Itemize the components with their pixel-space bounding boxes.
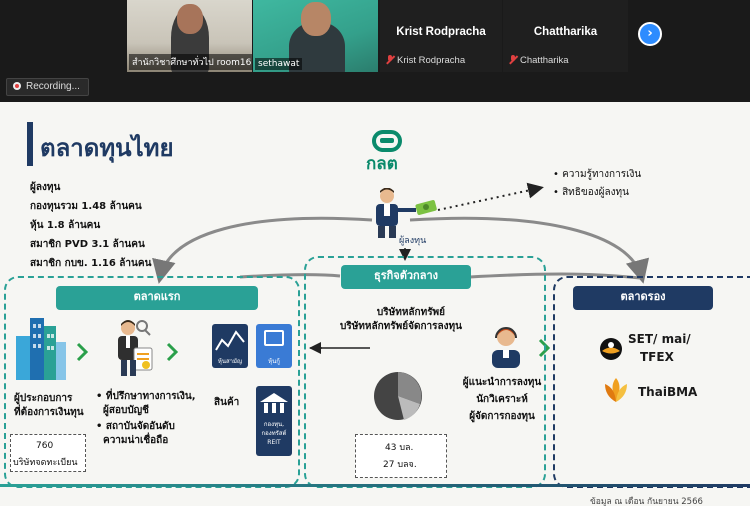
thaibma-logo-icon xyxy=(605,378,627,402)
data-source-note: ข้อมูล ณ เดือน กันยายน 2566 xyxy=(590,497,703,506)
participant-face xyxy=(177,4,203,34)
issuer-count: 760 xyxy=(36,441,54,451)
participant-subname: Chattharika xyxy=(509,55,569,66)
buildings-icon xyxy=(16,318,66,380)
bullet-item: ความรู้ทางการเงิน xyxy=(553,166,641,184)
pie-chart-icon xyxy=(374,372,422,420)
investor-rights-list: ความรู้ทางการเงิน สิทธิของผู้ลงทุน xyxy=(553,166,641,202)
advisor-line: ผู้สอบบัญชี xyxy=(96,404,196,418)
advisor-line: • สถาบันจัดอันดับ xyxy=(96,421,175,432)
participant-strip: สำนักวิชาศึกษาทั่วไป room16 sethawat Kri… xyxy=(0,0,750,72)
recording-indicator[interactable]: Recording... xyxy=(6,78,89,96)
sec-logo-text: กลต xyxy=(366,154,398,174)
bond-icon xyxy=(264,330,284,346)
primary-market-label: ตลาดแรก xyxy=(56,286,258,310)
investor-stats: ผู้ลงทุน กองทุนรวม 1.48 ล้านคน หุ้น 1.8 … xyxy=(30,178,151,273)
record-icon xyxy=(13,82,21,90)
advisor-line-text: ที่ปรึกษาทางการเงิน, xyxy=(105,391,196,402)
product-tag: หุ้นกู้ xyxy=(268,358,280,365)
participant-name: Chattharika xyxy=(533,26,598,38)
product-tag: หุ้นสามัญ xyxy=(217,358,243,365)
participant-tile-3[interactable]: Krist Rodpracha Krist Rodpracha xyxy=(380,0,502,72)
issuer-text: ผู้ประกอบการ ที่ต้องการเงินทุน xyxy=(14,392,84,420)
title-accent-bar xyxy=(27,122,33,166)
chevron-right-icon: › xyxy=(647,26,653,41)
participant-face xyxy=(301,2,331,36)
product-tile-fund: กองทุน, กองทรัสต์ REIT xyxy=(256,386,292,456)
investor-label: ผู้ลงทุน xyxy=(399,236,427,246)
thaibma-label: ThaiBMA xyxy=(638,385,698,399)
participant-subname-text: Chattharika xyxy=(520,55,569,66)
intermediary-lines: บริษัทหลักทรัพย์ บริษัทหลักทรัพย์จัดการล… xyxy=(340,306,462,334)
mic-muted-icon xyxy=(509,55,517,64)
sec-logo-icon xyxy=(372,130,402,152)
participant-name: สำนักวิชาศึกษาทั่วไป room16 xyxy=(129,54,252,70)
exchange-line-1: SET/ mai/ xyxy=(628,332,691,346)
bullet-item: สิทธิของผู้ลงทุน xyxy=(553,184,641,202)
product-tag: กองทุน, กองทรัสต์ REIT xyxy=(261,421,287,446)
intermediary-count-box xyxy=(355,434,447,478)
slide-footer-bar xyxy=(0,484,750,487)
stock-chart-icon xyxy=(215,330,245,351)
advisor-list: • ที่ปรึกษาทางการเงิน, ผู้สอบบัญชี • สถา… xyxy=(96,390,196,448)
participant-tile-2[interactable]: sethawat xyxy=(253,0,378,72)
intermediary-count: 27 บลจ. xyxy=(383,460,417,470)
advisor-line: • ที่ปรึกษาทางการเงิน, xyxy=(96,391,196,402)
recording-label: Recording... xyxy=(26,81,80,92)
intermediary-label: ธุรกิจตัวกลาง xyxy=(341,265,471,289)
participant-subname: Krist Rodpracha xyxy=(386,55,465,66)
participant-name: Krist Rodpracha xyxy=(396,26,486,38)
participant-subname-text: Krist Rodpracha xyxy=(397,55,466,66)
investor-icon xyxy=(376,188,437,238)
investor-stat-line: สมาชิก กบข. 1.16 ล้านคน xyxy=(30,258,152,269)
investor-stat-line: กองทุนรวม 1.48 ล้านคน xyxy=(30,201,142,212)
set-logo-icon xyxy=(600,338,622,360)
intermediary-line: บริษัทหลักทรัพย์ xyxy=(376,307,446,318)
product-tile-stock: หุ้นสามัญ xyxy=(212,324,248,368)
intermediary-panel xyxy=(304,256,546,488)
advisor-line-text: ความน่าเชื่อถือ xyxy=(103,435,169,446)
product-tile-bond: หุ้นกู้ xyxy=(256,324,292,368)
issuer-line: ที่ต้องการเงินทุน xyxy=(14,407,84,418)
products-label: สินค้า xyxy=(214,397,240,408)
secondary-market-label: ตลาดรอง xyxy=(573,286,713,310)
intermediary-roles: ผู้แนะนำการลงทุน นักวิเคราะห์ ผู้จัดการก… xyxy=(462,376,542,424)
next-participants-button[interactable]: › xyxy=(638,22,662,46)
fund-building-icon xyxy=(260,393,288,413)
advisor-icon xyxy=(118,320,153,376)
role-line: ผู้จัดการกองทุน xyxy=(469,411,535,422)
issuer-count-label: บริษัทจดทะเบียน xyxy=(13,458,78,468)
advisor-line-text: ผู้สอบบัญชี xyxy=(103,405,149,416)
intermediary-count: 43 บล. xyxy=(385,443,414,453)
secondary-market-panel xyxy=(553,276,750,488)
role-line: นักวิเคราะห์ xyxy=(476,394,528,405)
investor-stat-line: สมาชิก PVD 3.1 ล้านคน xyxy=(30,239,145,250)
issuer-count-box xyxy=(10,434,86,472)
advisor-line-text: สถาบันจัดอันดับ xyxy=(105,421,175,432)
slide-title: ตลาดทุนไทย xyxy=(40,134,174,162)
advisor-headset-icon xyxy=(492,327,520,368)
role-line: ผู้แนะนำการลงทุน xyxy=(462,377,542,388)
investor-stat-line: หุ้น 1.8 ล้านคน xyxy=(30,220,101,231)
participant-name: sethawat xyxy=(255,58,303,70)
intermediary-line: บริษัทหลักทรัพย์จัดการลงทุน xyxy=(340,321,462,332)
participant-tile-4[interactable]: Chattharika Chattharika xyxy=(503,0,628,72)
primary-market-panel xyxy=(4,276,300,488)
advisor-line: ความน่าเชื่อถือ xyxy=(96,434,196,448)
mic-muted-icon xyxy=(386,55,394,64)
exchange-line-2: TFEX xyxy=(640,350,674,364)
issuer-line: ผู้ประกอบการ xyxy=(14,393,73,404)
shared-slide: ตลาดทุนไทย ผู้ลงทุน กองทุนรวม 1.48 ล้านค… xyxy=(0,102,750,506)
participant-tile-1[interactable]: สำนักวิชาศึกษาทั่วไป room16 xyxy=(127,0,252,72)
investor-stats-heading: ผู้ลงทุน xyxy=(30,182,61,193)
